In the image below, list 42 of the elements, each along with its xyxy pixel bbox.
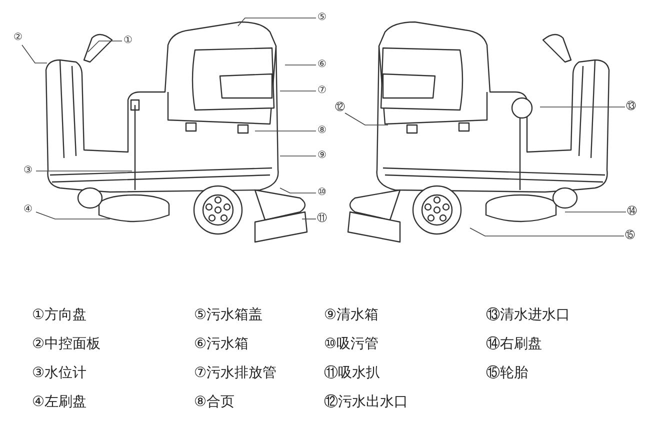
leader-line <box>284 64 316 66</box>
leader-line <box>280 90 316 92</box>
part-name: ①方向盘 <box>32 306 87 325</box>
callout-number: ⑦ <box>316 85 328 97</box>
part-name: ⑨清水箱 <box>324 306 379 325</box>
leader-line <box>254 130 316 132</box>
callout-number: ④ <box>22 204 34 216</box>
part-name: ⑬清水进水口 <box>486 306 570 325</box>
leader-line <box>302 218 316 220</box>
leader-line <box>280 188 316 194</box>
part-name: ④左刷盘 <box>32 393 87 412</box>
leader-line <box>22 44 48 64</box>
leader-line <box>238 18 316 26</box>
part-name: ⑮轮胎 <box>486 364 528 383</box>
part-name: ⑤污水箱盖 <box>194 306 263 325</box>
leader-line <box>344 112 388 126</box>
callout-number: ⑩ <box>316 187 328 199</box>
part-name: ⑩吸污管 <box>324 335 379 354</box>
callout-number: ⑤ <box>316 12 328 24</box>
part-name: ③水位计 <box>32 364 87 383</box>
callout-number: ⑨ <box>316 150 328 162</box>
callout-number: ① <box>122 35 134 47</box>
part-name: ⑧合页 <box>194 393 235 412</box>
leader-line <box>470 228 624 236</box>
callout-number: ② <box>12 32 24 44</box>
callout-number: ⑮ <box>624 230 636 242</box>
callout-number: ⑥ <box>316 59 328 71</box>
part-name: ②中控面板 <box>32 335 101 354</box>
callout-number: ⑫ <box>334 102 346 114</box>
leader-line <box>36 212 110 220</box>
part-name: ⑦污水排放管 <box>194 364 277 383</box>
leader-line <box>88 40 122 52</box>
part-name: ⑭右刷盘 <box>486 335 542 354</box>
part-name: ⑥污水箱 <box>194 335 249 354</box>
callout-number: ⑧ <box>316 125 328 137</box>
callout-number: ⑭ <box>626 206 638 218</box>
part-name: ⑫污水出水口 <box>324 393 408 412</box>
callout-number: ⑪ <box>316 213 328 225</box>
leader-line <box>540 106 626 108</box>
callout-number: ③ <box>22 165 34 177</box>
part-name: ⑪吸水扒 <box>324 364 380 383</box>
callout-number: ⑬ <box>625 101 637 113</box>
